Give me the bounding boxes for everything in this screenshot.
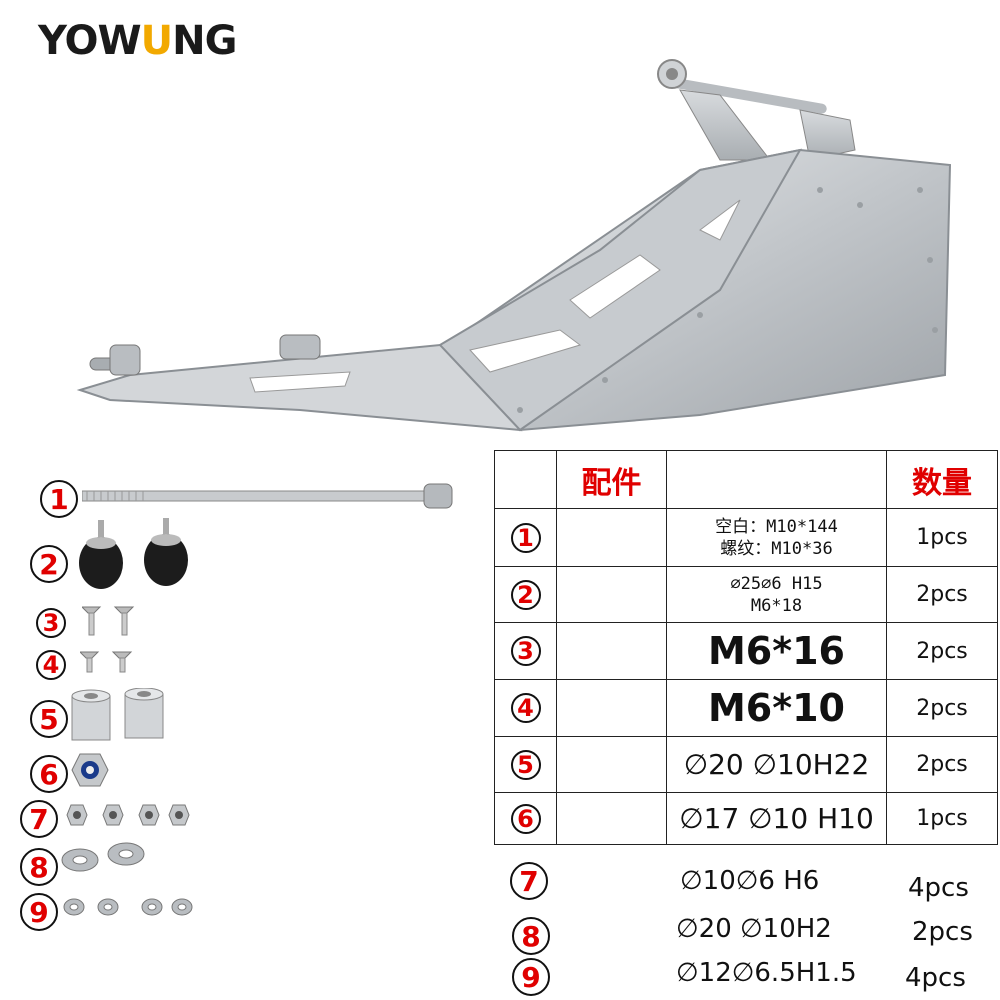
part-number-2: 2	[30, 545, 68, 583]
row-qty: 2pcs	[886, 736, 998, 793]
row-qty: 2pcs	[886, 622, 998, 680]
table-row: 6 ∅17 ∅10 H10 1pcs	[494, 792, 998, 845]
large-washer-image	[61, 842, 145, 872]
row-image-blank	[556, 792, 667, 845]
row-qty: 2pcs	[886, 679, 998, 737]
row-spec: M6*16	[666, 622, 887, 680]
header-spec-blank	[666, 450, 887, 509]
spec-line-2: M6*18	[750, 595, 803, 616]
row-qty: 1pcs	[886, 508, 998, 567]
extra-row-qty: 2pcs	[912, 917, 973, 947]
small-washer-image	[63, 898, 193, 916]
extra-row: 8	[512, 917, 550, 955]
table-row: 5 ∅20 ∅10H22 2pcs	[494, 736, 998, 793]
extra-row-spec: ∅12∅6.5H1.5	[676, 958, 857, 988]
spec-line-1: ∅25∅6 H15	[730, 573, 823, 594]
header-blank	[494, 450, 557, 509]
row-number: 8	[512, 917, 550, 955]
row-number: 9	[512, 958, 550, 996]
extra-row-qty: 4pcs	[905, 963, 966, 993]
brand-logo: YOWUNG	[38, 18, 237, 64]
part-number-8: 8	[20, 848, 58, 886]
spec-line-1: 空白：M10*144	[715, 516, 838, 537]
part-number-9: 9	[20, 893, 58, 931]
nuts-image	[66, 804, 190, 826]
extra-row: 9	[512, 958, 550, 996]
row-number: 6	[510, 803, 541, 834]
extra-row-qty: 4pcs	[908, 873, 969, 903]
row-spec: ∅17 ∅10 H10	[666, 792, 887, 845]
row-number: 5	[510, 749, 541, 780]
header-part: 配件	[556, 450, 667, 509]
brand-accent: U	[140, 18, 174, 64]
lock-nut-image	[71, 753, 109, 787]
table-row: 1 空白：M10*144 螺纹：M10*36 1pcs	[494, 508, 998, 567]
table-row: 2 ∅25∅6 H15 M6*18 2pcs	[494, 566, 998, 623]
spec-table: 配件 数量 1 空白：M10*144 螺纹：M10*36 1pcs 2 ∅25∅…	[494, 450, 998, 845]
mount-bracket	[657, 59, 856, 161]
row-number: 3	[510, 636, 541, 666]
part-number-6: 6	[30, 755, 68, 793]
row-number: 1	[510, 522, 541, 553]
extra-row-spec: ∅10∅6 H6	[680, 866, 820, 896]
row-spec: M6*10	[666, 679, 887, 737]
spacer-image	[71, 688, 164, 741]
rubber-mount-image	[79, 518, 188, 589]
header-qty: 数量	[886, 450, 998, 509]
row-spec: ∅20 ∅10H22	[666, 736, 887, 793]
table-header-row: 配件 数量	[494, 450, 998, 509]
row-number: 2	[510, 579, 541, 610]
part-number-4: 4	[36, 650, 66, 680]
row-spec: 空白：M10*144 螺纹：M10*36	[666, 508, 887, 567]
row-number: 4	[510, 693, 541, 723]
brand-prefix: YOW	[38, 18, 142, 64]
skid-plate-image	[76, 59, 952, 432]
spec-line-2: 螺纹：M10*36	[720, 538, 833, 559]
row-image-blank	[556, 508, 667, 567]
row-image-blank	[556, 566, 667, 623]
table-row: 4 M6*10 2pcs	[494, 679, 998, 737]
row-qty: 1pcs	[886, 792, 998, 845]
row-image-blank	[556, 679, 667, 737]
table-row: 3 M6*16 2pcs	[494, 622, 998, 680]
part-number-7: 7	[20, 800, 58, 838]
row-number: 7	[510, 862, 548, 900]
long-bolt-image	[82, 483, 453, 509]
extra-row-spec: ∅20 ∅10H2	[676, 914, 832, 944]
row-spec: ∅25∅6 H15 M6*18	[666, 566, 887, 623]
part-number-5: 5	[30, 700, 68, 738]
part-number-3: 3	[36, 608, 66, 638]
row-qty: 2pcs	[886, 566, 998, 623]
screw-m6-16-image	[82, 606, 135, 636]
screw-m6-10-image	[80, 651, 133, 673]
part-number-1: 1	[40, 480, 78, 518]
brand-suffix: NG	[172, 18, 237, 64]
extra-row: 7	[510, 862, 548, 900]
row-image-blank	[556, 622, 667, 680]
row-image-blank	[556, 736, 667, 793]
